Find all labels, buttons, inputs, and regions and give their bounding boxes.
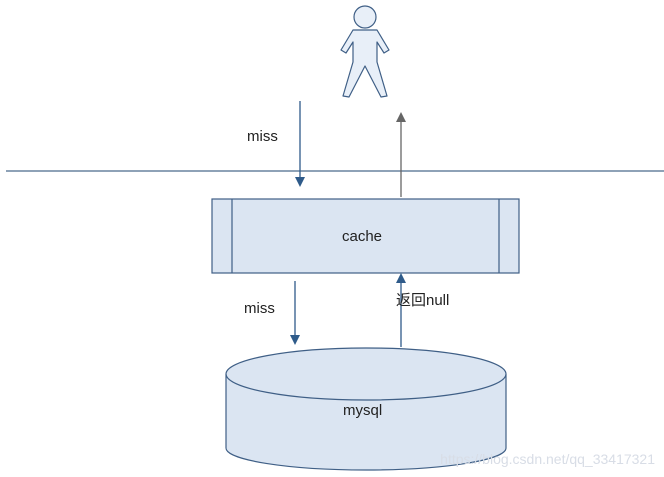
- cache-label: cache: [342, 228, 382, 245]
- cache-box: [211, 198, 520, 274]
- mysql-cylinder: [225, 347, 507, 471]
- return-null-label: 返回null: [396, 292, 449, 309]
- person-icon: [340, 5, 390, 98]
- miss-top-label: miss: [247, 128, 278, 145]
- watermark-text: https://blog.csdn.net/qq_33417321: [440, 451, 655, 467]
- miss-bottom-label: miss: [244, 300, 275, 317]
- mysql-label: mysql: [343, 402, 382, 419]
